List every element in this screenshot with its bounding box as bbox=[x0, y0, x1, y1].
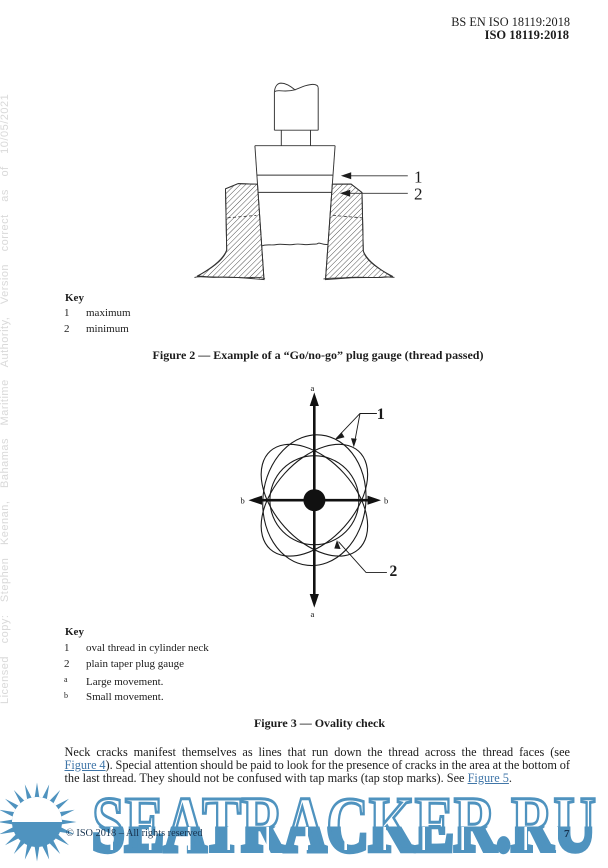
svg-text:1: 1 bbox=[377, 406, 385, 423]
svg-text:a: a bbox=[311, 383, 315, 393]
svg-text:1: 1 bbox=[414, 167, 423, 186]
svg-text:a: a bbox=[311, 609, 315, 619]
svg-text:2: 2 bbox=[390, 563, 398, 580]
svg-text:2: 2 bbox=[414, 185, 423, 204]
svg-text:SEATRACKER.RU: SEATRACKER.RU bbox=[92, 781, 596, 868]
svg-text:SEATRACKER.RU: SEATRACKER.RU bbox=[92, 781, 596, 868]
svg-text:b: b bbox=[241, 496, 245, 506]
svg-text:b: b bbox=[384, 496, 388, 506]
